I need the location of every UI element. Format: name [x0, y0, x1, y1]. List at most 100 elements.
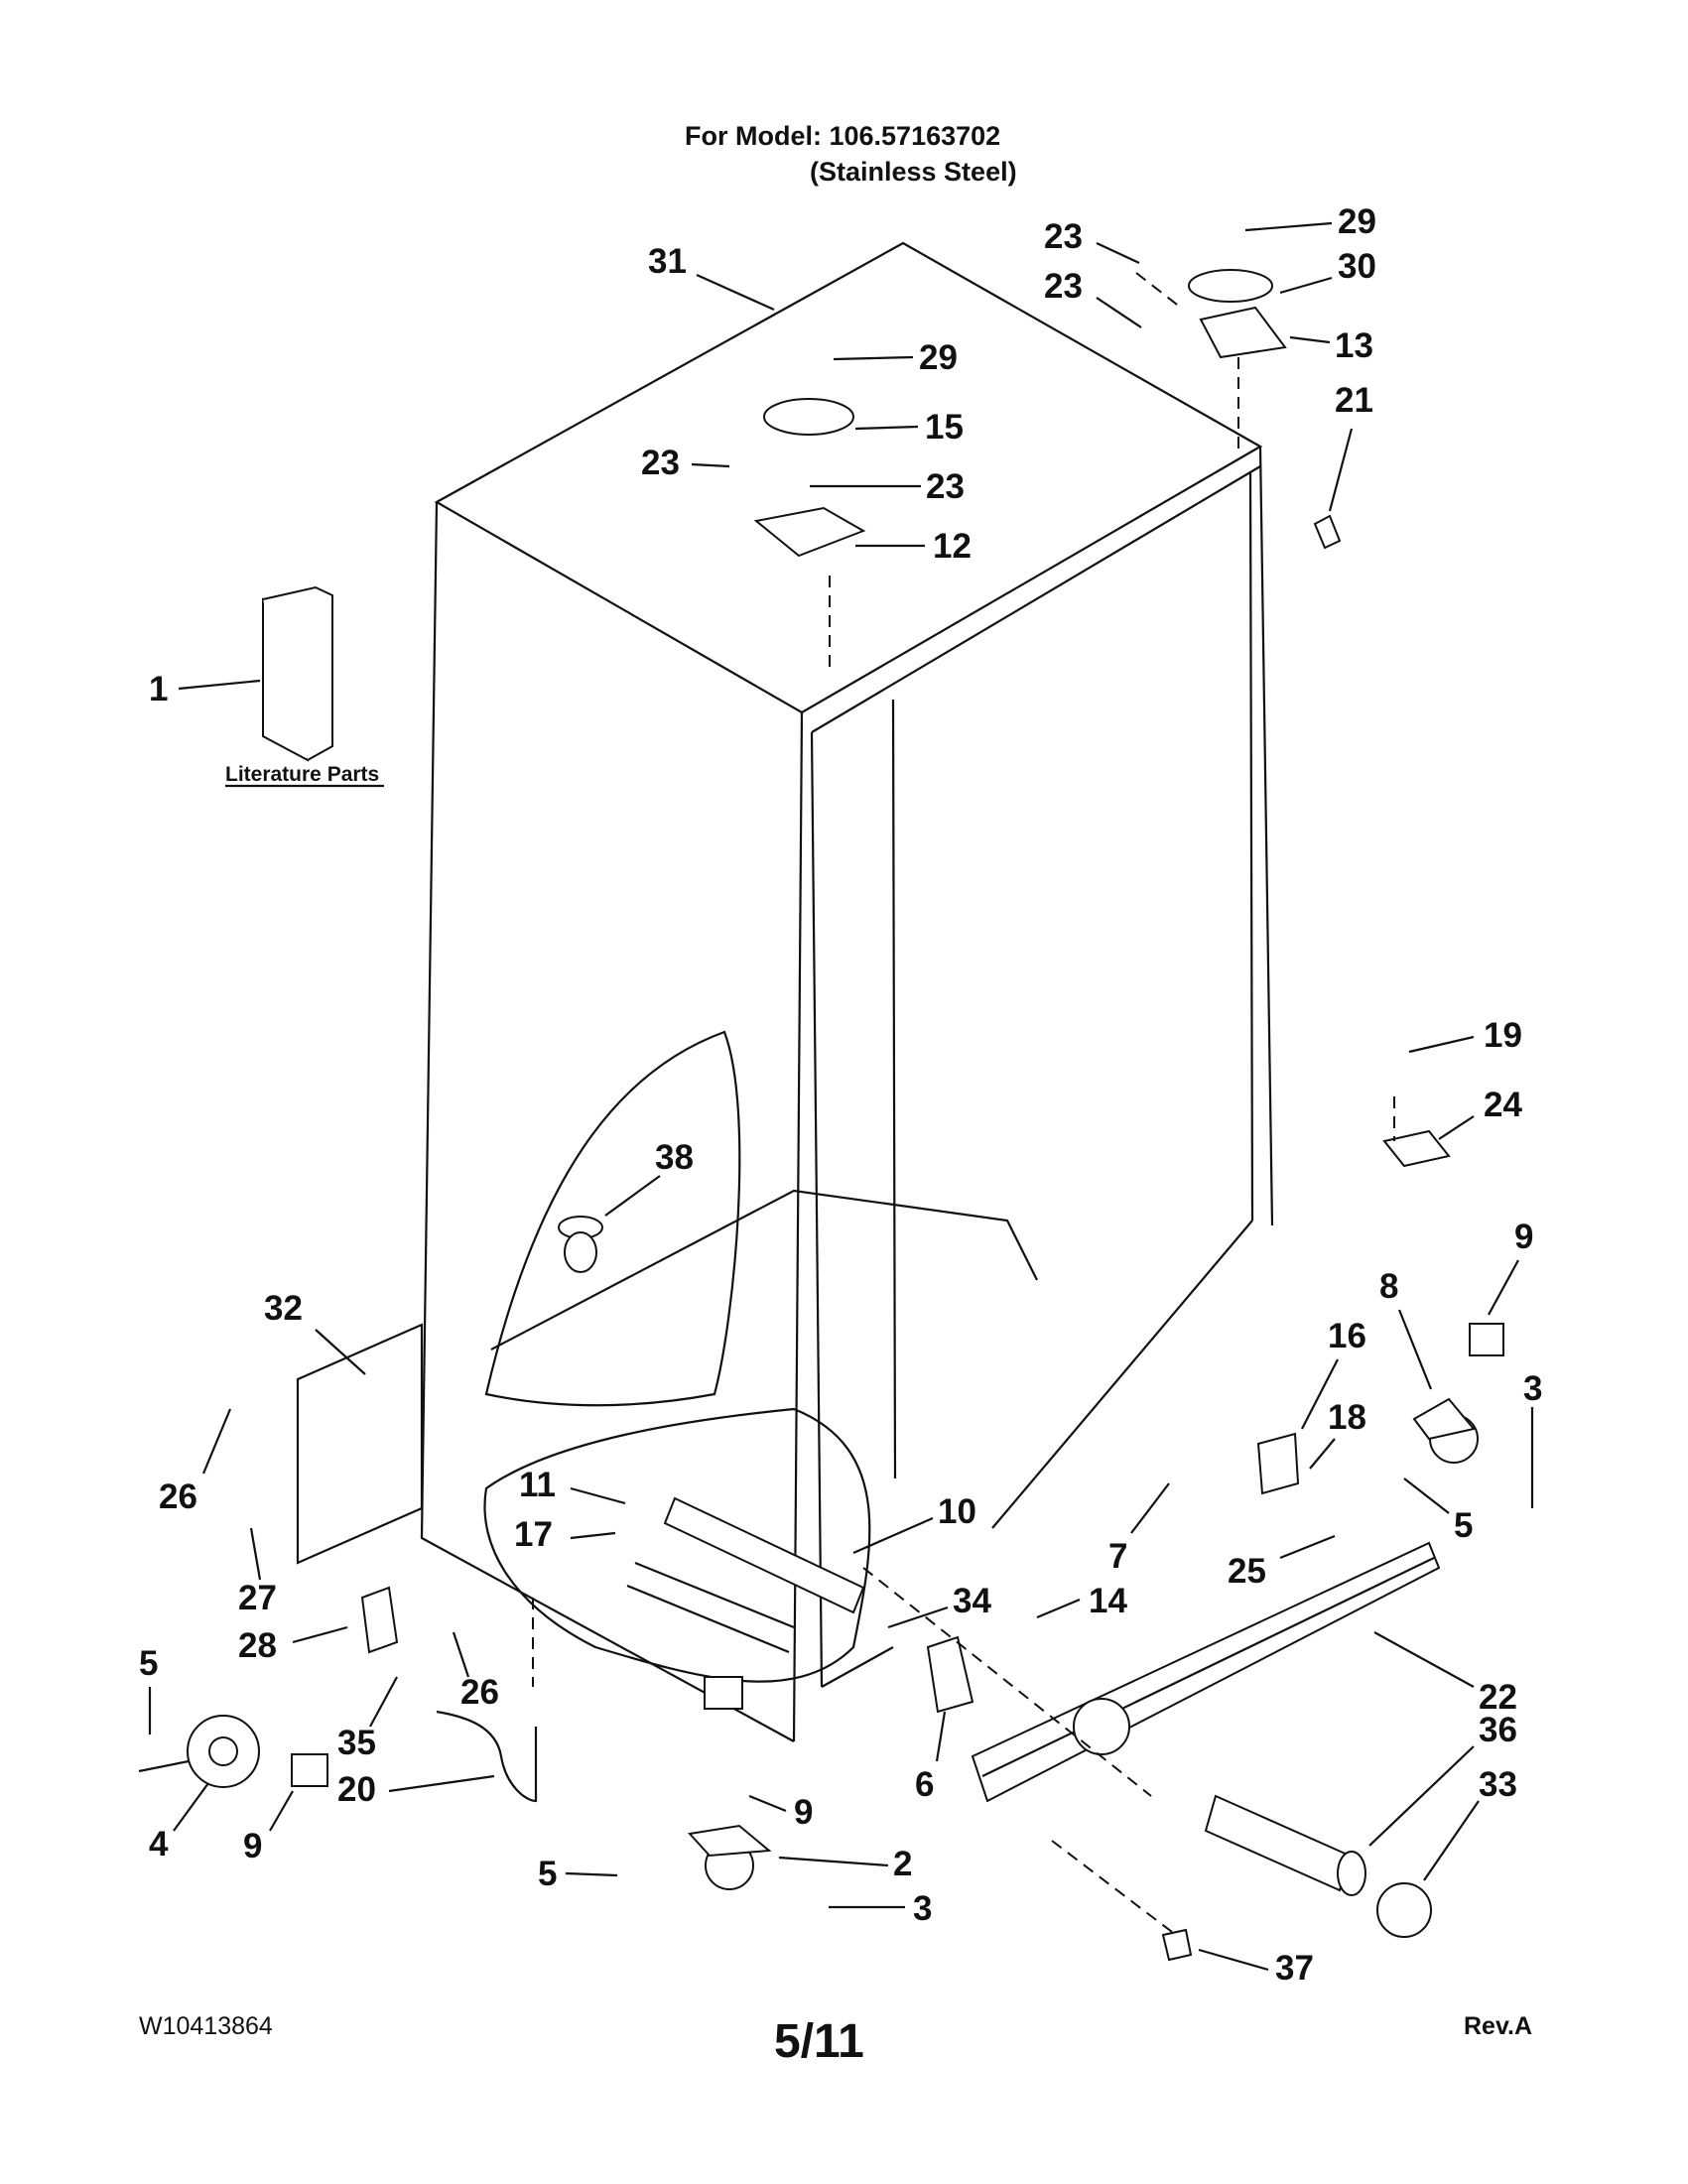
callout-label: 17	[514, 1515, 553, 1554]
callout-28: 28	[238, 1625, 348, 1665]
callout-label: 6	[915, 1765, 934, 1804]
callout-30: 30	[1279, 247, 1376, 295]
callout-label: 13	[1335, 326, 1373, 365]
callout-11: 11	[519, 1466, 626, 1505]
callout-8: 8	[1379, 1267, 1433, 1390]
callout-label: 7	[1108, 1537, 1127, 1576]
callout-label: 33	[1479, 1765, 1517, 1804]
callout-label: 9	[794, 1793, 813, 1832]
callout-label: 8	[1379, 1267, 1398, 1306]
callout-12: 12	[855, 527, 972, 566]
callout-16: 16	[1301, 1317, 1366, 1430]
callout-label: 32	[264, 1289, 303, 1328]
callout-label: 38	[655, 1138, 694, 1177]
callout-23a: 23	[1044, 217, 1140, 264]
callout-5b: 5	[1403, 1477, 1473, 1545]
callout-7: 7	[1108, 1482, 1170, 1576]
callout-label: 5	[1454, 1506, 1473, 1545]
callout-33: 33	[1423, 1765, 1517, 1881]
callout-10: 10	[852, 1492, 976, 1555]
callout-label: 29	[919, 338, 958, 377]
callout-label: 29	[1338, 202, 1376, 241]
callout-label: 3	[913, 1889, 932, 1928]
callout-23c: 23	[641, 444, 730, 482]
callout-label: 19	[1484, 1016, 1522, 1055]
callout-5c: 5	[538, 1855, 618, 1893]
callout-label: 23	[1044, 217, 1083, 256]
callout-label: 26	[159, 1477, 197, 1516]
callout-label: 34	[953, 1582, 991, 1620]
callout-label: 35	[337, 1724, 376, 1762]
callout-9a: 9	[1488, 1218, 1533, 1316]
callout-22: 22	[1373, 1631, 1517, 1717]
callout-15: 15	[854, 408, 964, 447]
callout-label: 36	[1479, 1711, 1517, 1749]
callout-label: 2	[893, 1845, 912, 1883]
callout-24: 24	[1438, 1086, 1522, 1140]
callout-label: 23	[641, 444, 680, 482]
callout-27: 27	[238, 1527, 277, 1617]
callout-label: 5	[139, 1644, 158, 1683]
callout-23b: 23	[1044, 267, 1142, 328]
document-number: W10413864	[139, 2012, 273, 2040]
callout-label: 23	[1044, 267, 1083, 306]
callout-label: 12	[933, 527, 972, 566]
callout-4: 4	[149, 1782, 209, 1863]
callout-3b: 3	[829, 1889, 932, 1928]
callout-35: 35	[337, 1676, 398, 1762]
callout-label: 15	[925, 408, 964, 447]
revision-label: Rev.A	[1464, 2012, 1533, 2040]
drawing-art	[138, 241, 1504, 1962]
callout-26a: 26	[159, 1408, 232, 1516]
callout-3a: 3	[1523, 1369, 1542, 1508]
callout-label: 9	[1514, 1218, 1533, 1256]
callout-label: 18	[1328, 1398, 1366, 1437]
callout-label: 25	[1228, 1552, 1266, 1591]
callout-29a: 29	[1244, 202, 1376, 241]
callout-18: 18	[1309, 1398, 1366, 1470]
callout-38: 38	[604, 1138, 694, 1217]
callout-label: 9	[243, 1827, 262, 1865]
callout-1: 1	[149, 670, 261, 708]
callout-label: 27	[238, 1579, 277, 1617]
callout-31: 31	[648, 242, 775, 312]
callout-32: 32	[264, 1289, 366, 1375]
callout-label: 5	[538, 1855, 557, 1893]
model-title: For Model: 106.57163702	[685, 121, 1001, 151]
callout-9c: 9	[748, 1793, 813, 1832]
callout-label: 3	[1523, 1369, 1542, 1408]
callout-label: 37	[1275, 1949, 1314, 1988]
callout-5a: 5	[139, 1644, 158, 1734]
callout-label: 24	[1484, 1086, 1522, 1124]
callout-label: 10	[938, 1492, 976, 1531]
callout-13: 13	[1289, 326, 1373, 365]
page-number: 5/11	[774, 2015, 864, 2068]
callout-label: 26	[460, 1673, 499, 1712]
callout-label: 21	[1335, 381, 1373, 420]
callout-29b: 29	[833, 338, 958, 377]
callout-label: 4	[149, 1825, 169, 1863]
callout-23d: 23	[810, 467, 965, 506]
callout-label: 31	[648, 242, 687, 281]
callout-label: 20	[337, 1770, 376, 1809]
callout-label: 22	[1479, 1678, 1517, 1717]
callout-6: 6	[915, 1711, 947, 1804]
callout-2: 2	[778, 1845, 912, 1883]
callout-label: 23	[926, 467, 965, 506]
callout-label: 16	[1328, 1317, 1366, 1355]
finish-subtitle: (Stainless Steel)	[810, 157, 1017, 187]
callout-20: 20	[337, 1770, 495, 1809]
callout-26b: 26	[452, 1631, 499, 1712]
callout-37: 37	[1198, 1948, 1314, 1988]
callout-14: 14	[1036, 1582, 1127, 1620]
literature-parts-label: Literature Parts	[225, 763, 379, 786]
callout-label: 14	[1089, 1582, 1127, 1620]
callout-label: 30	[1338, 247, 1376, 286]
callout-34: 34	[887, 1582, 991, 1629]
callout-label: 28	[238, 1626, 277, 1665]
callout-label: 1	[149, 670, 168, 708]
callout-19: 19	[1408, 1016, 1522, 1055]
callout-25: 25	[1228, 1534, 1336, 1591]
callout-36: 36	[1368, 1711, 1517, 1847]
